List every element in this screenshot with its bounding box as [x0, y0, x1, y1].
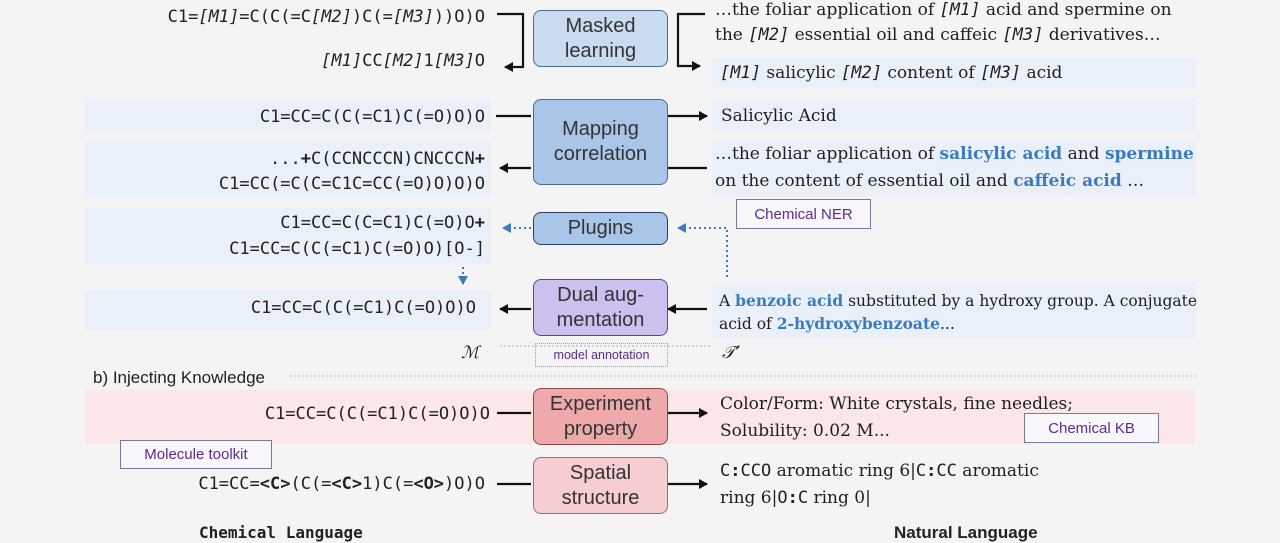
dual-augmentation-label: Dual aug-mentation	[556, 283, 645, 331]
natural-language-label: Natural Language	[894, 523, 1038, 542]
molecule-toolkit-tag: Molecule toolkit	[120, 440, 272, 469]
plugins-label: Plugins	[567, 217, 634, 239]
mapping-smiles-2-line1: ...+C(CCNCCCN)CNCCCN+	[270, 149, 485, 169]
chemical-language-label: Chemical Language	[199, 523, 363, 542]
mapping-text-1: Salicylic Acid	[721, 106, 837, 126]
mapping-text-2-line2: on the content of essential oil and caff…	[715, 171, 1145, 191]
plugins-smiles-line1: C1=CC=C(C=C1)C(=O)O+	[280, 213, 485, 233]
band-mapping-text-2	[712, 141, 1196, 196]
masked-learning-box: Masked learning	[533, 10, 668, 67]
mapping-text-2-line1: …the foliar application of salicylic aci…	[715, 144, 1194, 164]
exp-text-line2: Solubility: 0.02 M...	[720, 421, 890, 441]
spatial-smiles: C1=CC=<C>(C(=<C>1)C(=<O>)O)O	[198, 474, 485, 494]
mapping-smiles-2-line2: C1=CC(=C(C=C1C=CC(=O)O)O)O	[218, 174, 485, 194]
mapping-correlation-box: Mapping correlation	[533, 99, 668, 185]
dual-text-line1: A benzoic acid substituted by a hydroxy …	[719, 291, 1198, 310]
mapping-smiles-1: C1=CC=C(C(=C1)C(=O)O)O	[259, 107, 485, 127]
dual-text-line2: acid of 2-hydroxybenzoate...	[719, 314, 955, 333]
masked-text-2: [M1] salicylic [M2] content of [M3] acid	[720, 63, 1063, 83]
spatial-text-line2: ring 6|O:C ring 0|	[720, 488, 871, 508]
masked-smiles-1: C1=[M1]=C(C(=C[M2])C(=[M3]))O)O	[167, 7, 485, 27]
chemical-ner-tag: Chemical NER	[736, 199, 871, 229]
dual-augmentation-box: Dual aug-mentation	[533, 279, 668, 336]
arrow-ner-to-plugins	[677, 223, 728, 277]
entity-salicylic-acid: salicylic acid	[939, 144, 1063, 164]
t-symbol: 𝒯’	[722, 343, 741, 363]
masked-text-1-line1: …the foliar application of [M1] acid and…	[715, 0, 1172, 20]
entity-caffeic-acid: caffeic acid	[1013, 171, 1122, 191]
mapping-correlation-label: Mapping correlation	[553, 118, 648, 165]
dual-smiles: C1=CC=C(C(=C1)C(=O)O)O	[250, 298, 476, 318]
model-annotation-tag: model annotation	[535, 343, 668, 367]
band-dual-smiles	[85, 290, 490, 330]
plugins-box: Plugins	[533, 212, 668, 245]
masked-learning-label: Masked learning	[564, 14, 637, 62]
plugins-smiles-line2: C1=CC=C(C(=C1)C(=O)O)[O-]	[229, 239, 485, 259]
exp-text-line1: Color/Form: White crystals, fine needles…	[720, 394, 1073, 414]
band-plugins-smiles	[85, 207, 490, 265]
m-symbol: ℳ	[461, 343, 480, 363]
band-mapping-text-1	[712, 99, 1196, 131]
masked-left-bracket	[497, 12, 525, 72]
section-b-title: b) Injecting Knowledge	[93, 368, 266, 387]
band-mapping-smiles-2	[85, 141, 490, 197]
masked-smiles-2: [M1]CC[M2]1[M3]O	[321, 51, 485, 71]
masked-right-bracket	[676, 12, 705, 71]
exp-smiles: C1=CC=C(C(=C1)C(=O)O)O	[264, 404, 490, 424]
spatial-structure-box: Spatial structure	[533, 457, 668, 514]
entity-spermine: spermine	[1104, 144, 1194, 164]
spatial-text-line1: C:CCO aromatic ring 6|C:CC aromatic	[720, 461, 1039, 481]
masked-text-1-line2: the [M2] essential oil and caffeic [M3] …	[715, 25, 1161, 45]
band-mapping-smiles-1	[85, 99, 490, 133]
band-dual-text	[712, 283, 1196, 338]
entity-benzoic-acid: benzoic acid	[735, 291, 844, 310]
entity-2-hydroxybenzoate: 2-hydroxybenzoate	[776, 314, 940, 333]
spatial-structure-label: Spatial structure	[561, 461, 640, 509]
chemical-kb-tag: Chemical KB	[1024, 413, 1159, 443]
experiment-property-box: Experiment property	[533, 388, 668, 445]
band-masked-text-2	[712, 58, 1196, 88]
experiment-property-label: Experiment property	[549, 392, 652, 440]
